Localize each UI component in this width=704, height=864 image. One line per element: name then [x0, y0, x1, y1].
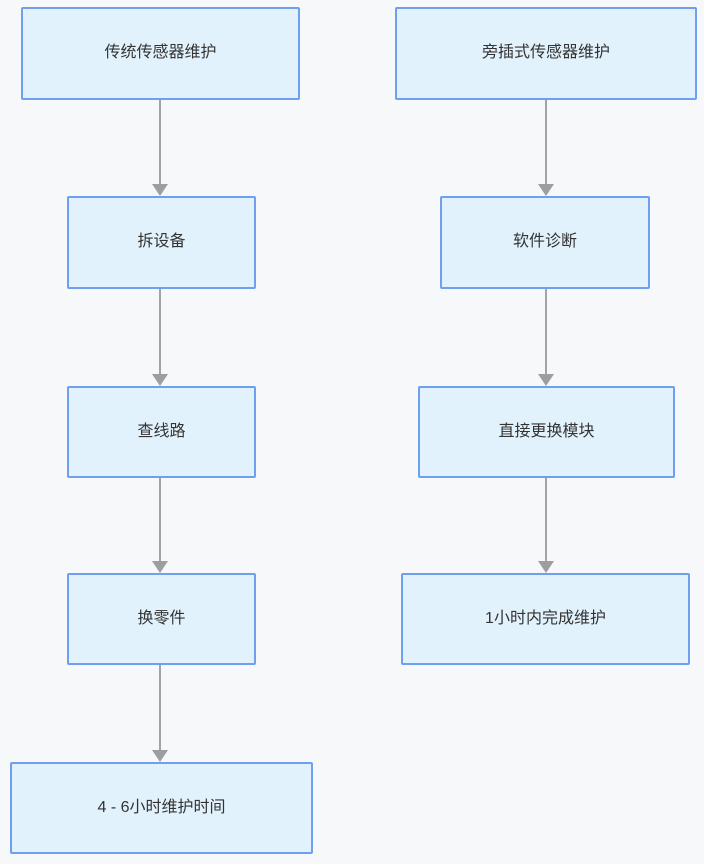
arrowhead-icon	[152, 750, 168, 762]
arrow-shaft	[545, 100, 547, 184]
arrowhead-icon	[152, 374, 168, 386]
arrow-shaft	[159, 289, 161, 374]
flow-arrow	[152, 289, 168, 386]
flow-arrow	[538, 100, 554, 196]
node-plugin-title: 旁插式传感器维护	[395, 7, 697, 100]
arrowhead-icon	[152, 184, 168, 196]
arrowhead-icon	[152, 561, 168, 573]
arrow-shaft	[159, 665, 161, 750]
node-traditional-title: 传统传感器维护	[21, 7, 300, 100]
node-replace-parts: 换零件	[67, 573, 256, 665]
flow-arrow	[538, 289, 554, 386]
flow-arrow	[152, 478, 168, 573]
node-check-wiring: 查线路	[67, 386, 256, 478]
node-1-hour-maintenance: 1小时内完成维护	[401, 573, 690, 665]
arrowhead-icon	[538, 374, 554, 386]
arrowhead-icon	[538, 561, 554, 573]
flow-arrow	[152, 100, 168, 196]
arrow-shaft	[545, 478, 547, 561]
flow-arrow	[538, 478, 554, 573]
flow-arrow	[152, 665, 168, 762]
arrow-shaft	[159, 478, 161, 561]
node-replace-module: 直接更换模块	[418, 386, 675, 478]
node-4-6-hours-maintenance: 4 - 6小时维护时间	[10, 762, 313, 854]
arrow-shaft	[159, 100, 161, 184]
arrowhead-icon	[538, 184, 554, 196]
arrow-shaft	[545, 289, 547, 374]
node-software-diagnosis: 软件诊断	[440, 196, 650, 289]
node-dismantle-equipment: 拆设备	[67, 196, 256, 289]
